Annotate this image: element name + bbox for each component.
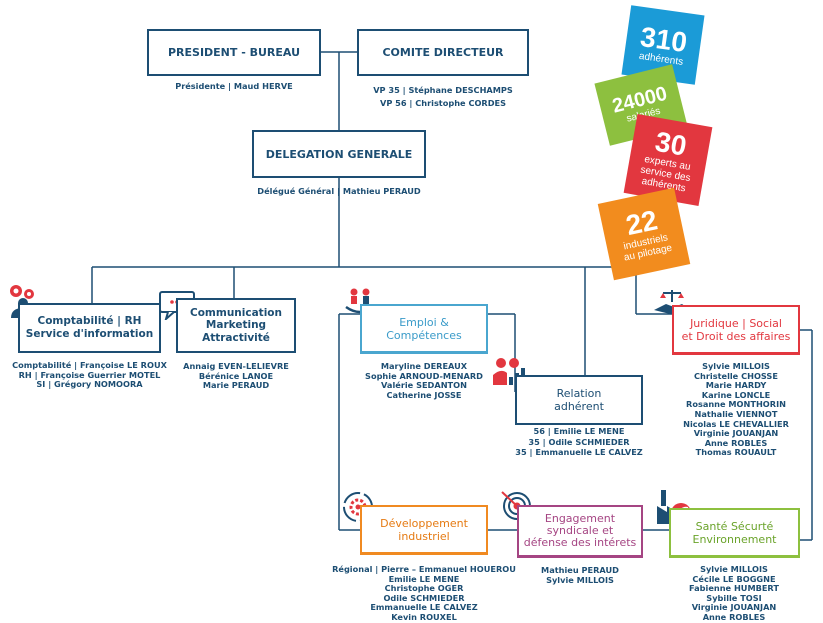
delegation-title: DELEGATION GENERALE <box>265 147 413 161</box>
dept-compta-box: Comptabilité | RH Service d'information <box>18 303 161 353</box>
dept-dev-people: Régional | Pierre – Emmanuel HOUEROU Emi… <box>332 564 516 622</box>
dept-emploi-box: Emploi & Compétences <box>360 304 488 354</box>
dept-juridique-people: Sylvie MILLOIS Christelle CHOSSE Marie H… <box>683 361 789 458</box>
president-bureau-box: PRESIDENT - BUREAU <box>147 29 321 76</box>
dept-engagement-people: Mathieu PERAUD Sylvie MILLOIS <box>541 565 619 585</box>
dept-emploi-people: Maryline DEREAUX Sophie ARNOUD-MENARD Va… <box>365 361 483 400</box>
comite-directeur-title: COMITE DIRECTEUR <box>382 46 504 59</box>
dept-dev-box: Développement industriel <box>360 505 488 555</box>
dept-juridique-box: Juridique | Social et Droit des affaires <box>672 305 800 355</box>
dept-sante-people: Sylvie MILLOIS Cécile LE BOGGNE Fabienne… <box>689 564 779 622</box>
president-caption: Présidente | Maud HERVE <box>175 81 293 91</box>
dept-comm-people: Annaig EVEN-LELIEVRE Bérénice LANOE Mari… <box>183 361 289 391</box>
dept-sante-box: Santé Sécurté Environnement <box>669 508 800 558</box>
delegation-caption: Délégué Général | Mathieu PERAUD <box>257 186 421 196</box>
dept-relation-people: 56 | Emilie LE MENE 35 | Odile SCHMIEDER… <box>515 426 643 457</box>
dept-relation-box: Relation adhérent <box>515 375 643 425</box>
comite-directeur-box: COMITE DIRECTEUR <box>357 29 529 76</box>
dept-engagement-box: Engagement syndicale et défense des inté… <box>517 505 643 558</box>
president-bureau-title: PRESIDENT - BUREAU <box>167 46 301 59</box>
dept-comm-box: Communication Marketing Attractivité <box>176 298 296 353</box>
comite-caption: VP 35 | Stéphane DESCHAMPS VP 56 | Chris… <box>373 85 513 108</box>
dept-compta-people: Comptabilité | Françoise LE ROUX RH | Fr… <box>12 360 167 390</box>
delegation-generale-box: DELEGATION GENERALE <box>252 130 426 178</box>
stat-industriels: 22 industriels au pilotage <box>597 187 691 281</box>
